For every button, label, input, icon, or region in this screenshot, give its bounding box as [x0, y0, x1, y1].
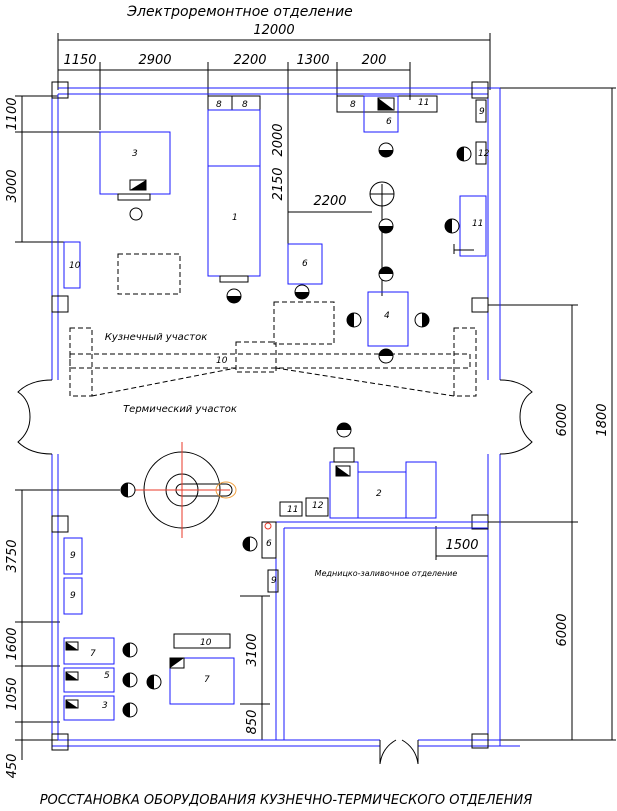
svg-text:10: 10	[216, 356, 228, 366]
equipment-6-upper: 6	[287, 243, 323, 285]
svg-text:9: 9	[70, 551, 76, 561]
svg-text:2: 2	[376, 489, 382, 499]
equipment-11-upper: 11	[453, 195, 487, 257]
svg-text:6: 6	[266, 539, 272, 549]
svg-text:5: 5	[104, 671, 110, 681]
svg-text:2200: 2200	[313, 194, 346, 209]
svg-text:8: 8	[216, 100, 222, 110]
equipment-4-upper: 4	[367, 181, 409, 347]
equipment-7-lower: 7	[169, 657, 235, 705]
right-dimensions: 6000 6000 1800	[488, 87, 616, 741]
svg-text:8: 8	[350, 100, 356, 110]
svg-text:12: 12	[312, 501, 324, 511]
equipment-5-4-3-left: 7 5 3	[63, 637, 115, 721]
svg-text:3100: 3100	[245, 633, 260, 666]
svg-text:2900: 2900	[138, 53, 171, 68]
svg-text:9: 9	[70, 591, 76, 601]
svg-text:1: 1	[232, 213, 238, 223]
equipment-8-b-5-10: 8 11 6	[336, 95, 438, 133]
placeholder-box-center	[273, 301, 335, 345]
equipment-11-lower: 11 12	[279, 497, 329, 517]
svg-text:850: 850	[245, 710, 260, 735]
med-room-walls	[275, 521, 488, 740]
equipment-9-left-upper: 10	[63, 241, 81, 289]
equipment-9-left-lower: 9 9	[63, 537, 83, 615]
svg-text:1600: 1600	[5, 627, 20, 660]
gates	[17, 379, 533, 765]
svg-text:1300: 1300	[296, 53, 329, 68]
svg-text:6: 6	[386, 117, 392, 127]
svg-text:9: 9	[271, 576, 277, 586]
svg-text:7: 7	[90, 649, 96, 659]
placeholder-box-left	[117, 253, 181, 295]
center-vertical-dimensions: 2000 2150	[271, 72, 289, 212]
lower-center-dimensions: 3100 850	[240, 595, 270, 740]
plan-title-bottom: РОССТАНОВКА ОБОРУДОВАНИЯ КУЗНЕЧНО-ТЕРМИЧ…	[40, 793, 533, 808]
svg-text:12000: 12000	[253, 23, 294, 38]
equipment-9-center: 10	[173, 633, 231, 649]
svg-text:2150: 2150	[271, 167, 286, 200]
svg-text:3000: 3000	[5, 169, 20, 202]
equipment-3-upper: 3	[99, 131, 171, 221]
svg-text:10: 10	[200, 638, 212, 648]
svg-text:3: 3	[102, 701, 108, 711]
inner-dimension: 2200	[287, 180, 372, 246]
worker-markers-lower	[120, 422, 352, 718]
svg-text:1100: 1100	[5, 97, 20, 130]
svg-text:2200: 2200	[233, 53, 266, 68]
svg-text:11: 11	[418, 98, 429, 108]
svg-text:3: 3	[132, 149, 138, 159]
svg-text:10: 10	[69, 261, 81, 271]
svg-text:4: 4	[384, 311, 390, 321]
svg-text:6000: 6000	[555, 613, 570, 646]
overall-width-dimension: 12000	[57, 23, 491, 90]
svg-text:6: 6	[302, 259, 308, 269]
svg-text:1500: 1500	[445, 538, 478, 553]
svg-text:6000: 6000	[555, 403, 570, 436]
equipment-2: 2	[329, 447, 437, 519]
svg-text:1800: 1800	[595, 403, 610, 436]
svg-text:11: 11	[472, 219, 483, 229]
zone-label-thermal: Термический участок	[123, 404, 237, 415]
svg-text:1050: 1050	[5, 677, 20, 710]
svg-text:450: 450	[5, 754, 20, 779]
outer-walls	[51, 87, 520, 747]
svg-text:8: 8	[242, 100, 248, 110]
svg-text:200: 200	[362, 53, 387, 68]
svg-text:3750: 3750	[5, 539, 20, 572]
svg-text:12: 12	[478, 149, 490, 159]
svg-text:7: 7	[204, 675, 210, 685]
plan-title-top: Электроремонтное отделение	[126, 4, 353, 20]
zone-label-forge: Кузнечный участок	[105, 332, 207, 343]
equipment-7-12-upper: 9 12	[475, 99, 490, 165]
top-row-dimensions: 1150 2900 2200 1300 200	[58, 53, 411, 130]
equipment-8-c: 9	[267, 569, 279, 593]
crane-10: 10	[69, 327, 477, 397]
svg-text:11: 11	[287, 505, 298, 515]
right-small-dimension: 1500	[435, 526, 488, 560]
zone-label-med: Медницко-заливочное отделение	[315, 569, 458, 578]
equipment-8-a: 8 8	[207, 95, 261, 111]
svg-text:1150: 1150	[63, 53, 96, 68]
svg-text:9: 9	[479, 107, 485, 117]
equipment-6-lower: 6	[261, 521, 277, 559]
svg-text:2000: 2000	[271, 123, 286, 156]
equipment-rotary-furnace	[134, 442, 237, 538]
left-lower-dimensions: 3750 1600 1050 450	[5, 489, 120, 779]
equipment-1: 1	[207, 109, 261, 283]
worker-markers-upper	[226, 142, 472, 364]
columns	[51, 81, 489, 751]
